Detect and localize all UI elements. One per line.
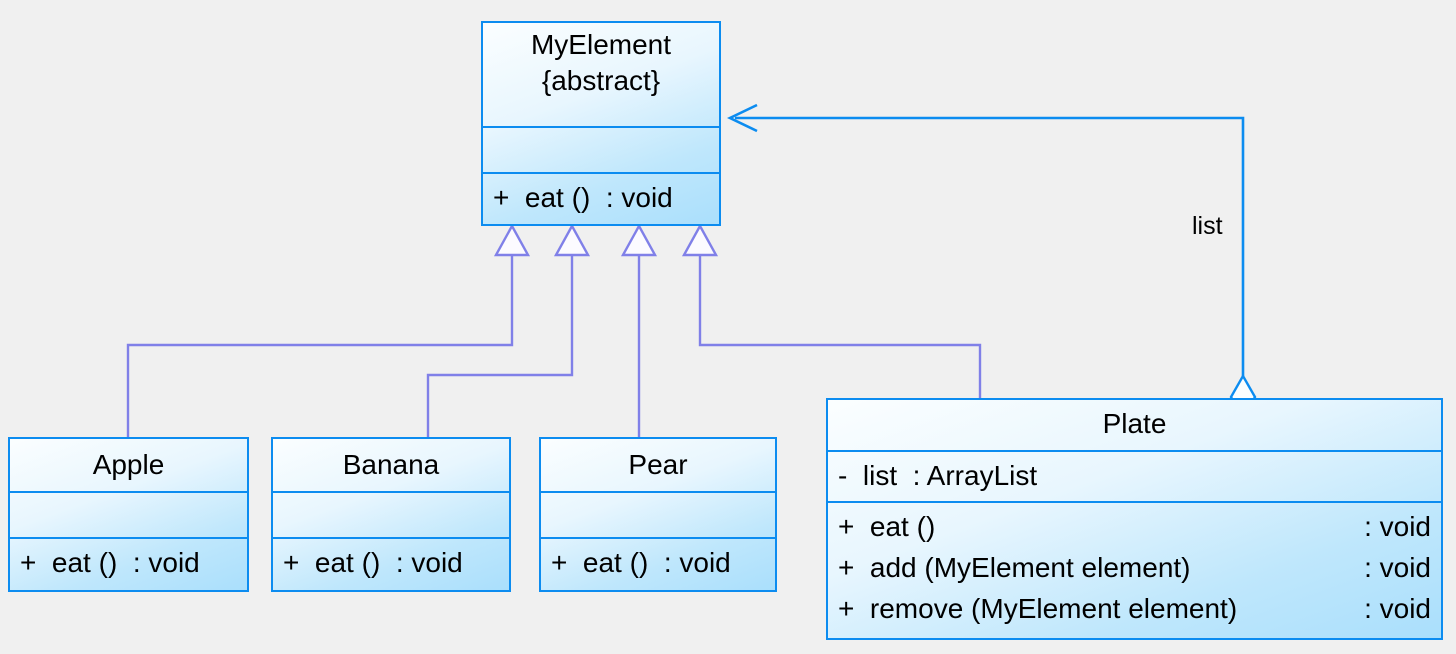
operation-row: + eat () : void xyxy=(20,547,200,578)
class-attributes-myelement xyxy=(483,128,719,174)
inheritance-triangle-pear xyxy=(620,223,658,257)
operation-row: + eat () : void xyxy=(551,547,731,578)
generalization-banana[interactable] xyxy=(426,223,591,437)
generalization-plate[interactable] xyxy=(681,223,982,398)
class-box-banana[interactable]: Banana + eat () : void xyxy=(271,437,511,592)
generalization-pear[interactable] xyxy=(620,223,658,437)
operation-row: + eat () : void xyxy=(493,181,673,213)
operation-row: + eat () : void xyxy=(283,547,463,578)
aggregation-plate-myelement[interactable] xyxy=(727,103,1257,421)
class-name-plate: Plate xyxy=(828,400,1441,452)
class-operations-banana: + eat () : void xyxy=(273,539,509,590)
class-name-banana: Banana xyxy=(273,439,509,493)
class-box-myelement[interactable]: MyElement {abstract} + eat () : void xyxy=(481,21,721,226)
class-operations-myelement: + eat () : void xyxy=(483,174,719,224)
generalization-apple[interactable] xyxy=(126,223,531,437)
class-box-plate[interactable]: Plate - list : ArrayList + eat () : void… xyxy=(826,398,1443,640)
operation-row: + eat () : void xyxy=(838,507,1431,548)
class-attributes-pear xyxy=(541,493,775,539)
inheritance-triangle-plate xyxy=(681,223,719,257)
open-arrowhead-icon xyxy=(727,103,758,133)
class-name-text: MyElement xyxy=(530,29,672,60)
class-name-apple: Apple xyxy=(10,439,247,493)
class-name-pear: Pear xyxy=(541,439,775,493)
class-operations-pear: + eat () : void xyxy=(541,539,775,590)
class-attributes-apple xyxy=(10,493,247,539)
class-attributes-banana xyxy=(273,493,509,539)
association-role-label-list: list xyxy=(1192,212,1223,240)
class-operations-apple: + eat () : void xyxy=(10,539,247,590)
operation-return-type: : void xyxy=(1364,592,1431,624)
class-operations-plate: + eat () : void + add (MyElement element… xyxy=(828,503,1441,634)
class-stereotype-text: {abstract} xyxy=(541,64,661,96)
operation-row: + remove (MyElement element) : void xyxy=(838,589,1431,630)
inheritance-triangle-banana xyxy=(553,223,591,257)
inheritance-triangle-apple xyxy=(493,223,531,257)
attribute-row: - list : ArrayList xyxy=(838,460,1038,491)
class-name-myelement: MyElement {abstract} xyxy=(483,23,719,128)
operation-signature: + remove (MyElement element) xyxy=(838,592,1238,624)
operation-row: + add (MyElement element) : void xyxy=(838,548,1431,589)
operation-signature: + eat () xyxy=(838,511,936,542)
class-attributes-plate: - list : ArrayList xyxy=(828,452,1441,503)
operation-return-type: : void xyxy=(1364,551,1431,583)
class-box-apple[interactable]: Apple + eat () : void xyxy=(8,437,249,592)
operation-signature: + add (MyElement element) xyxy=(838,551,1191,583)
operation-return-type: : void xyxy=(1364,511,1431,542)
class-box-pear[interactable]: Pear + eat () : void xyxy=(539,437,777,592)
